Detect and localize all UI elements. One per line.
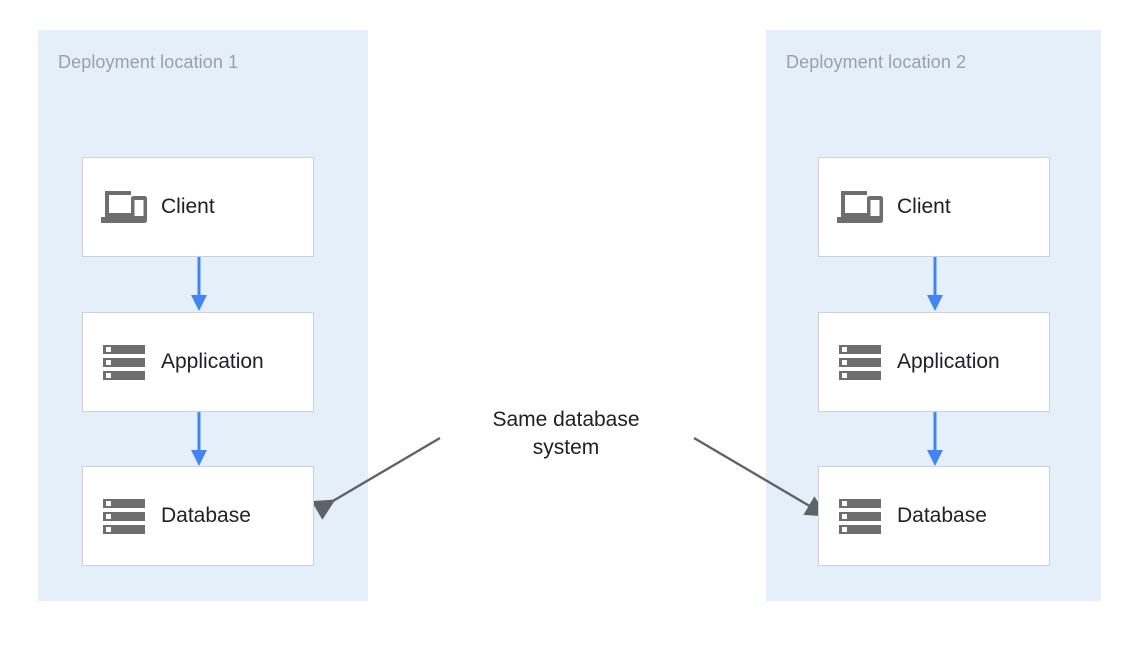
flow-arrow-application-to-database-2 <box>927 412 943 466</box>
node-application-1-label: Application <box>161 350 264 373</box>
annotation-line-1: Same database <box>492 408 640 431</box>
flow-arrow-client-to-application-2 <box>927 257 943 311</box>
node-application-2-label: Application <box>897 350 1000 373</box>
node-client-2[interactable]: Client <box>818 157 1050 257</box>
node-application-2[interactable]: Application <box>818 312 1050 412</box>
server-rack-icon <box>837 339 883 385</box>
server-rack-icon <box>837 493 883 539</box>
node-client-1[interactable]: Client <box>82 157 314 257</box>
server-rack-icon <box>101 339 147 385</box>
node-application-1[interactable]: Application <box>82 312 314 412</box>
flow-arrow-application-to-database-1 <box>191 412 207 466</box>
devices-icon <box>101 184 147 230</box>
annotation-arrow-left <box>311 436 441 520</box>
node-database-1[interactable]: Database <box>82 466 314 566</box>
node-database-2[interactable]: Database <box>818 466 1050 566</box>
flow-arrow-client-to-application-1 <box>191 257 207 311</box>
node-client-1-label: Client <box>161 195 215 218</box>
annotation-arrow-right <box>693 436 828 517</box>
same-database-system-annotation: Same database system <box>466 406 666 462</box>
node-client-2-label: Client <box>897 195 951 218</box>
deployment-location-2-label: Deployment location 2 <box>786 52 967 72</box>
node-database-1-label: Database <box>161 504 251 527</box>
server-rack-icon <box>101 493 147 539</box>
deployment-location-1-label: Deployment location 1 <box>58 52 239 72</box>
node-database-2-label: Database <box>897 504 987 527</box>
devices-icon <box>837 184 883 230</box>
annotation-line-2: system <box>532 436 600 459</box>
